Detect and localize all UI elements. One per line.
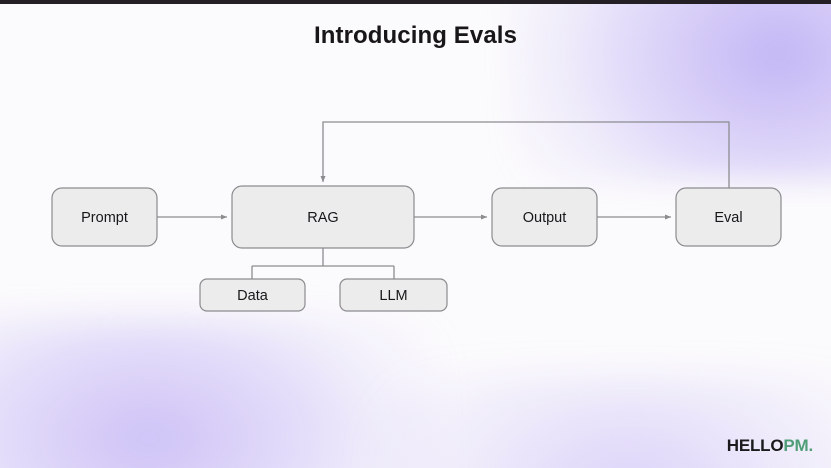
node-eval-label: Eval (714, 210, 742, 226)
node-data-box[interactable] (199, 278, 306, 312)
brand-logo-accent: PM. (783, 436, 813, 455)
node-output-label: Output (523, 210, 567, 226)
edge-eval-to-rag-feedback (320, 121, 730, 188)
node-output[interactable]: Output (491, 187, 598, 247)
node-data-label: Data (237, 288, 269, 304)
node-llm-box[interactable] (339, 278, 448, 312)
brand-logo: HELLOPM. (727, 437, 813, 454)
node-data[interactable]: Data (199, 278, 306, 312)
node-rag[interactable]: RAG (231, 185, 415, 249)
node-llm[interactable]: LLM (339, 278, 448, 312)
node-llm-label: LLM (379, 288, 407, 304)
page-title: Introducing Evals (313, 22, 518, 49)
node-prompt-box[interactable] (51, 187, 158, 247)
node-eval-box[interactable] (675, 187, 782, 247)
diagram-nodes: Prompt RAG Output Eval Data LLM (51, 185, 782, 312)
brand-logo-primary: HELLO (726, 436, 784, 455)
node-rag-label: RAG (307, 210, 338, 226)
diagram-edges (157, 121, 730, 279)
node-eval[interactable]: Eval (675, 187, 782, 247)
top-accent-bar (0, 0, 831, 4)
node-prompt-label: Prompt (81, 210, 128, 226)
node-rag-box[interactable] (231, 185, 415, 249)
node-output-box[interactable] (491, 187, 598, 247)
node-prompt[interactable]: Prompt (51, 187, 158, 247)
